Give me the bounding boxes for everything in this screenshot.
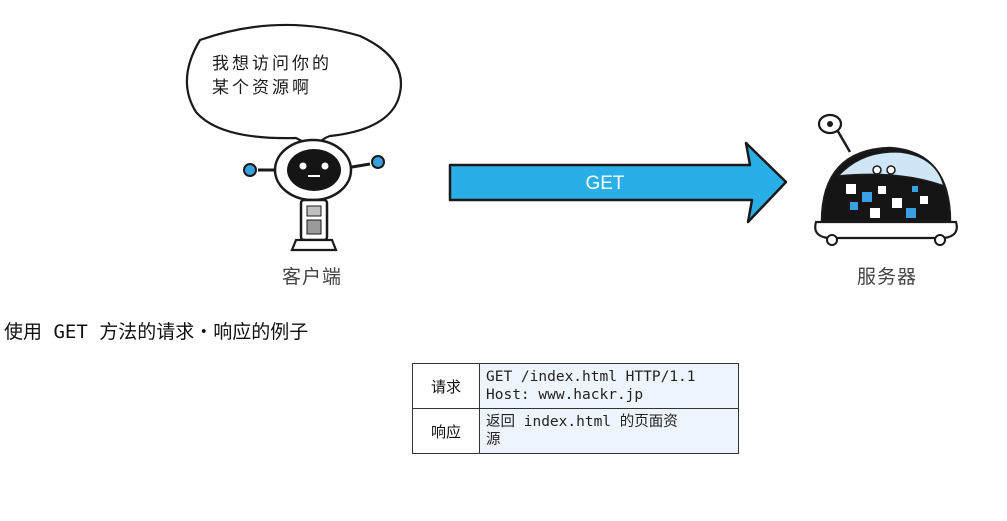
speech-bubble-text: 我想访问你的 某个资源啊 <box>212 52 352 100</box>
table-row: 请求 GET /index.html HTTP/1.1 Host: www.ha… <box>412 363 739 409</box>
client-robot-icon <box>243 138 385 252</box>
speech-line-2: 某个资源啊 <box>212 78 312 98</box>
speech-bubble <box>185 23 403 152</box>
value-line: GET /index.html HTTP/1.1 <box>486 369 696 385</box>
row-value: 返回 index.html 的页面资 源 <box>479 408 739 454</box>
get-request-diagram <box>185 23 958 252</box>
row-key: 响应 <box>412 408 480 454</box>
server-label: 服务器 <box>857 266 918 288</box>
value-line: 返回 index.html 的页面资 <box>486 414 678 430</box>
server-robot-icon <box>814 113 958 246</box>
get-arrow <box>448 141 788 224</box>
value-line: Host: www.hackr.jp <box>486 387 644 403</box>
table-row: 响应 返回 index.html 的页面资 源 <box>412 408 739 454</box>
row-value: GET /index.html HTTP/1.1 Host: www.hackr… <box>479 363 739 409</box>
row-key: 请求 <box>412 363 480 409</box>
arrow-label: GET <box>585 173 625 194</box>
figure-caption: 使用 GET 方法的请求・响应的例子 <box>4 321 309 343</box>
client-label: 客户端 <box>282 266 343 288</box>
speech-line-1: 我想访问你的 <box>212 54 332 74</box>
value-line: 源 <box>486 432 501 448</box>
request-response-table: 请求 GET /index.html HTTP/1.1 Host: www.ha… <box>412 363 739 454</box>
